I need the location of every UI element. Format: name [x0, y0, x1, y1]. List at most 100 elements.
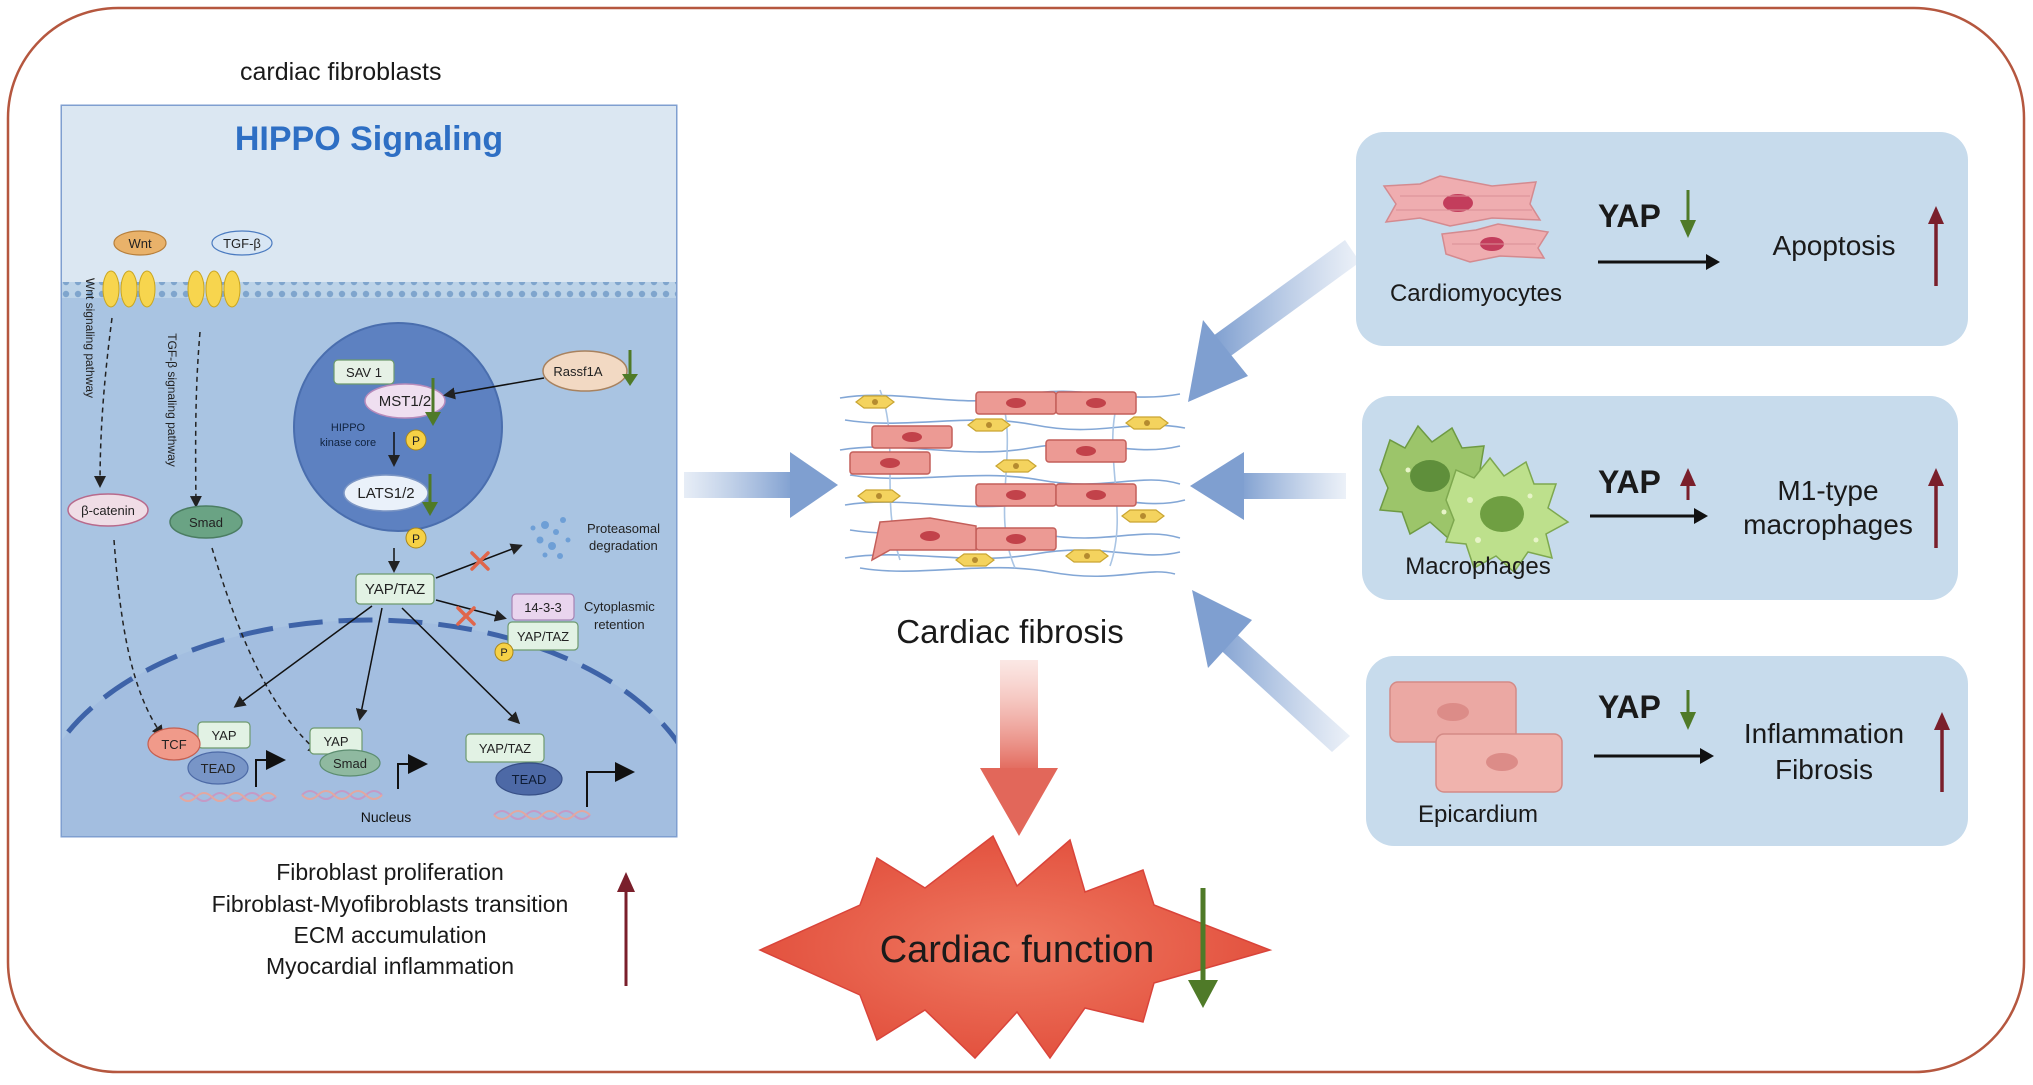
- phospho-lats: P: [405, 527, 427, 549]
- svg-text:MST1/2: MST1/2: [379, 393, 432, 410]
- wnt-receptor: [102, 270, 156, 308]
- svg-text:YAP: YAP: [1598, 464, 1661, 500]
- proteasome-fragments-icon: [530, 517, 571, 559]
- mst-node: MST1/2: [364, 383, 446, 419]
- yaptaz-tead-complex: YAP/TAZ TEAD: [465, 733, 563, 796]
- outcomes-up-arrow-icon: [617, 872, 635, 986]
- mst-down-arrow-icon: [425, 378, 441, 426]
- wnt-pathway-label: Wnt signaling pathway: [83, 278, 97, 398]
- yap-down-arrow-icon-3: [1680, 690, 1696, 730]
- cardiac-function-burst: [758, 834, 1273, 1060]
- svg-text:Smad: Smad: [333, 756, 367, 771]
- svg-text:LATS1/2: LATS1/2: [357, 485, 414, 502]
- svg-text:YAP/TAZ: YAP/TAZ: [365, 581, 425, 598]
- tgfb-pathway-label: TGF-β signaling pathway: [165, 333, 179, 467]
- svg-text:YAP: YAP: [323, 734, 348, 749]
- svg-text:14-3-3: 14-3-3: [524, 600, 562, 615]
- svg-text:Rassf1A: Rassf1A: [553, 364, 602, 379]
- svg-text:YAP: YAP: [211, 728, 236, 743]
- effect-up-arrow-icon-2: [1928, 468, 1944, 548]
- nucleus-label: Nucleus: [361, 809, 412, 825]
- fibrosis-tissue-illustration: [839, 389, 1186, 578]
- svg-text:Apoptosis: Apoptosis: [1773, 230, 1896, 261]
- svg-text:M1-type: M1-type: [1777, 475, 1878, 506]
- kinase-core-label-2: kinase core: [320, 437, 376, 449]
- svg-text:P: P: [412, 434, 420, 448]
- cardiac-fibrosis-label: Cardiac fibrosis: [896, 613, 1123, 650]
- effect-up-arrow-icon-3: [1934, 712, 1950, 792]
- epicardium-illustration: [1389, 681, 1563, 793]
- rassf1a-arrow: [443, 377, 545, 400]
- macrophage-to-fibrosis-arrow: [1190, 452, 1346, 520]
- svg-text:P: P: [412, 532, 420, 546]
- fibroblast-to-fibrosis-arrow: [684, 452, 838, 518]
- svg-text:TGF-β: TGF-β: [223, 236, 261, 251]
- fibroblast-caption: cardiac fibroblasts: [240, 58, 441, 86]
- svg-text:Smad: Smad: [189, 515, 223, 530]
- fibroblast-outcomes: Fibroblast proliferation Fibroblast-Myof…: [212, 859, 569, 979]
- degradation-label: degradation: [589, 538, 658, 553]
- yap-down-arrow-icon-1: [1680, 190, 1696, 238]
- svg-text:Cardiomyocytes: Cardiomyocytes: [1390, 280, 1562, 307]
- svg-text:Myocardial inflammation: Myocardial inflammation: [266, 953, 514, 979]
- svg-text:Fibroblast proliferation: Fibroblast proliferation: [276, 859, 504, 885]
- tgfb-receptor: [187, 270, 241, 308]
- svg-text:YAP/TAZ: YAP/TAZ: [517, 629, 569, 644]
- svg-text:ECM accumulation: ECM accumulation: [293, 922, 486, 948]
- fibrosis-to-function-arrow: [980, 660, 1058, 836]
- beta-catenin: β-catenin: [67, 493, 149, 527]
- nuclear-translocation-arrows: [233, 605, 521, 725]
- svg-text:Inflammation: Inflammation: [1744, 718, 1904, 749]
- svg-text:TCF: TCF: [161, 737, 186, 752]
- pathway-arrows: [94, 317, 321, 754]
- effect-up-arrow-icon-1: [1928, 206, 1944, 286]
- svg-text:Wnt: Wnt: [128, 236, 152, 251]
- svg-text:P: P: [500, 647, 507, 659]
- transcription-arrows: [255, 750, 635, 807]
- svg-text:TEAD: TEAD: [201, 761, 236, 776]
- svg-text:YAP: YAP: [1598, 689, 1661, 725]
- svg-text:Epicardium: Epicardium: [1418, 801, 1538, 828]
- cytoplasmic-label: Cytoplasmic: [584, 599, 655, 614]
- yap-up-arrow-icon-2: [1680, 468, 1696, 500]
- block-x-icon: [470, 551, 490, 571]
- lats-down-arrow-icon: [422, 474, 438, 516]
- function-down-arrow-icon: [1188, 888, 1218, 1008]
- yaptaz-retained-box: YAP/TAZ: [507, 621, 579, 651]
- to-retention-arrow: [435, 599, 507, 622]
- kinase-core-label: HIPPO: [331, 422, 366, 434]
- cardiomyocyte-illustration: [1382, 175, 1550, 263]
- svg-text:Fibroblast-Myofibroblasts tran: Fibroblast-Myofibroblasts transition: [212, 891, 569, 917]
- svg-text:Macrophages: Macrophages: [1405, 553, 1550, 580]
- wnt-ligand: Wnt: [113, 230, 167, 256]
- svg-text:β-catenin: β-catenin: [81, 503, 135, 518]
- retention-label: retention: [594, 617, 645, 632]
- svg-text:TEAD: TEAD: [512, 772, 547, 787]
- sav1-box: SAV 1: [333, 359, 395, 385]
- macrophage-illustration: [1378, 424, 1570, 574]
- tcf-yap-tead-complex: TEAD YAP TCF: [147, 721, 251, 785]
- rassf1a-down-arrow-icon: [622, 350, 638, 386]
- proteasomal-label: Proteasomal: [587, 521, 660, 536]
- yaptaz-cytoplasm: YAP/TAZ: [355, 573, 435, 605]
- protein-1433-box: 14-3-3: [511, 593, 575, 621]
- cardiac-function-label: Cardiac function: [880, 929, 1155, 971]
- smad-cytoplasm: Smad: [169, 505, 243, 539]
- dna-strands: [179, 790, 591, 820]
- lats-node: LATS1/2: [343, 474, 429, 512]
- svg-text:YAP: YAP: [1598, 198, 1661, 234]
- phospho-retained: P: [494, 642, 514, 662]
- yap-smad-complex: YAP Smad: [309, 727, 381, 777]
- phospho-mst: P: [405, 429, 427, 451]
- tgfb-ligand: TGF-β: [211, 230, 273, 256]
- svg-text:YAP/TAZ: YAP/TAZ: [479, 741, 531, 756]
- block-x-icon-2: [456, 606, 476, 626]
- panel-epicardium: Epicardium YAP Inflammation Fibrosis: [1366, 656, 1968, 846]
- svg-text:Fibrosis: Fibrosis: [1775, 754, 1873, 785]
- svg-text:SAV 1: SAV 1: [346, 365, 382, 380]
- rassf1a-node: Rassf1A: [542, 350, 628, 392]
- svg-text:macrophages: macrophages: [1743, 509, 1913, 540]
- right-panel-direction-arrows: [1680, 190, 1950, 792]
- hippo-title: HIPPO Signaling: [235, 120, 503, 158]
